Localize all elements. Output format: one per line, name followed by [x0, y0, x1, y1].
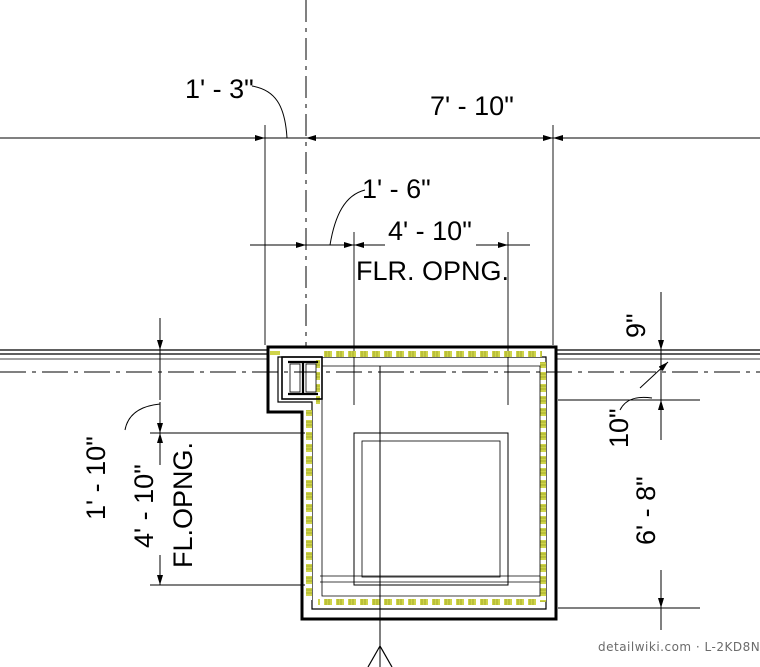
- dim-floor-opening-height: 4' - 10": [129, 464, 159, 548]
- dim-mid-left: 1' - 6": [362, 174, 431, 204]
- insulation: [270, 351, 546, 605]
- label-floor-opening-v: FL.OPNG.: [168, 442, 198, 568]
- dim-floor-opening-width: 4' - 10": [388, 216, 472, 246]
- dim-right-small: 9": [621, 313, 651, 338]
- shaft-outline: [266, 345, 558, 621]
- dim-right-mid: 10": [604, 408, 634, 448]
- dim-top-left: 1' - 3": [185, 74, 254, 104]
- dim-left-small: 1' - 10": [81, 436, 111, 520]
- steel-beam: [281, 356, 323, 400]
- dim-top-right: 7' - 10": [430, 91, 514, 121]
- inner-lines: [320, 365, 541, 667]
- wall-lines: [0, 349, 760, 360]
- dimension-arrows: [124, 85, 669, 630]
- extension-lines: [0, 125, 760, 609]
- floor-opening: [353, 432, 509, 586]
- dim-right-large: 6' - 8": [631, 476, 661, 545]
- watermark: detailwiki.com · L-2KD8N: [598, 640, 760, 654]
- north-arrow: [367, 645, 393, 667]
- label-floor-opening-h: FLR. OPNG.: [356, 256, 509, 286]
